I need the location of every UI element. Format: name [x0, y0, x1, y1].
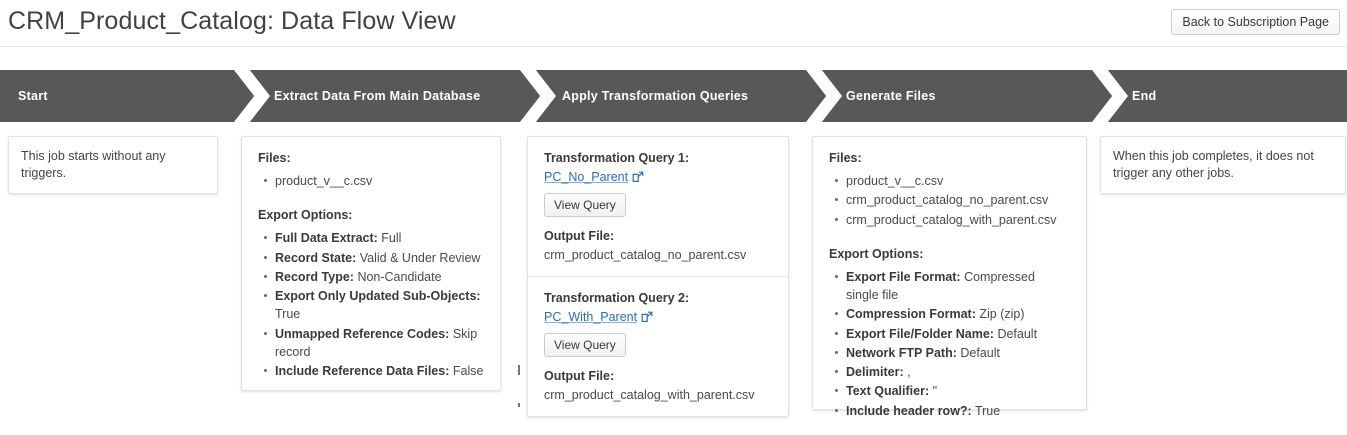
output-file-heading: Output File: [544, 229, 615, 243]
list-item: product_v__c.csv [264, 172, 484, 190]
output-file-name: crm_product_catalog_with_parent.csv [544, 388, 755, 402]
generate-export-options-list: Export File Format: Compressed single fi… [829, 268, 1070, 420]
step-start[interactable]: Start [0, 70, 258, 122]
query-title: Transformation Query 2: [544, 291, 690, 305]
list-item: Text Qualifier: " [835, 382, 1070, 400]
step-label: Generate Files [846, 89, 936, 103]
list-item: Compression Format: Zip (zip) [835, 305, 1070, 323]
step-label: End [1132, 89, 1157, 103]
option-value: Zip (zip) [979, 307, 1025, 322]
option-key: Export File Format: [846, 269, 961, 284]
option-key: Network FTP Path: [846, 345, 957, 360]
view-query-button[interactable]: View Query [544, 193, 626, 217]
list-item: Export Only Updated Sub-Objects: True [264, 287, 484, 324]
step-label: Extract Data From Main Database [274, 89, 481, 103]
option-key: Unmapped Reference Codes: [275, 326, 450, 341]
list-item: Network FTP Path: Default [835, 344, 1070, 362]
list-item: Unmapped Reference Codes: Skip record [264, 325, 484, 362]
top-bar: CRM_Product_Catalog: Data Flow View Back… [0, 0, 1347, 47]
option-key: Delimiter: [846, 365, 904, 379]
list-item: Export File Format: Compressed single fi… [835, 268, 1070, 305]
list-item: Record State: Valid & Under Review [264, 249, 484, 267]
start-panel: This job starts without any triggers. [8, 136, 218, 194]
list-item: Full Data Extract: Full [264, 229, 484, 247]
query-link-pc-no-parent[interactable]: PC_No_Parent [544, 170, 644, 184]
export-options-heading: Export Options: [829, 246, 924, 261]
option-value: Non-Candidate [357, 269, 442, 284]
output-file-name: crm_product_catalog_no_parent.csv [544, 248, 747, 262]
query-title: Transformation Query 1: [544, 151, 690, 165]
list-item: Record Type: Non-Candidate [264, 268, 484, 286]
step-generate-files[interactable]: Generate Files [816, 70, 1116, 122]
files-heading: Files: [829, 151, 862, 165]
option-value: Default [960, 345, 1000, 360]
option-value: False [452, 364, 484, 378]
end-panel-text: When this job completes, it does not tri… [1113, 149, 1314, 180]
option-key: Record Type: [275, 269, 354, 284]
list-item: product_v__c.csv [835, 172, 1070, 190]
option-key: Compression Format: [846, 307, 976, 322]
option-value: Skip record [275, 326, 478, 359]
external-link-icon [641, 311, 653, 323]
step-label: Apply Transformation Queries [562, 89, 749, 103]
step-detail-panels: This job starts without any triggers. Fi… [0, 122, 1347, 418]
connector-tick-lower [518, 403, 520, 407]
transformation-query-1-panel: Transformation Query 1: PC_No_Parent Vie… [527, 136, 789, 277]
step-end[interactable]: End [1102, 70, 1347, 122]
data-flow-step-bar: Start Extract Data From Main Database Ap… [0, 70, 1347, 122]
view-query-button[interactable]: View Query [544, 333, 626, 357]
start-panel-text: This job starts without any triggers. [21, 149, 166, 180]
list-item: Export File/Folder Name: Default [835, 325, 1070, 343]
option-key: Export Only Updated Sub-Objects: [275, 289, 481, 303]
query-link-label: PC_No_Parent [544, 170, 629, 184]
export-options-heading: Export Options: [258, 208, 353, 223]
generate-files-panel: Files: product_v__c.csv crm_product_cata… [812, 136, 1087, 418]
page-title: CRM_Product_Catalog: Data Flow View [8, 7, 456, 35]
back-to-subscription-page-button[interactable]: Back to Subscription Page [1171, 9, 1340, 35]
list-item: crm_product_catalog_with_parent.csv [835, 211, 1070, 229]
option-value: , [907, 365, 911, 379]
connector-tick-upper [518, 365, 520, 375]
option-value: True [275, 307, 301, 322]
query-link-pc-with-parent[interactable]: PC_With_Parent [544, 310, 653, 324]
end-panel: When this job completes, it does not tri… [1100, 136, 1346, 194]
step-label: Start [18, 89, 48, 103]
option-value: " [932, 384, 938, 399]
option-value: Default [997, 326, 1038, 341]
option-key: Include Reference Data Files: [275, 364, 450, 378]
output-file-heading: Output File: [544, 369, 615, 383]
extract-data-panel: Files: product_v__c.csv Export Options: … [241, 136, 501, 391]
external-link-icon [632, 171, 644, 183]
option-value: Valid & Under Review [359, 250, 481, 265]
generate-files-list: product_v__c.csv crm_product_catalog_no_… [829, 172, 1070, 229]
option-key: Export File/Folder Name: [846, 326, 994, 341]
option-key: Full Data Extract: [275, 231, 378, 246]
option-key: Text Qualifier: [846, 384, 930, 399]
extract-files-list: product_v__c.csv [258, 172, 484, 190]
transformation-query-2-panel: Transformation Query 2: PC_With_Parent V… [527, 276, 789, 417]
option-value: Full [381, 231, 402, 246]
files-heading: Files: [258, 151, 291, 165]
step-extract-data[interactable]: Extract Data From Main Database [244, 70, 544, 122]
extract-export-options-list: Full Data Extract: Full Record State: Va… [258, 229, 484, 380]
list-item: Delimiter: , [835, 363, 1070, 381]
option-key: Record State: [275, 250, 357, 265]
query-link-label: PC_With_Parent [544, 310, 638, 324]
list-item: Include Reference Data Files: False [264, 362, 484, 380]
option-value: Compressed single file [846, 269, 1035, 302]
step-apply-transformation[interactable]: Apply Transformation Queries [530, 70, 830, 122]
list-item: crm_product_catalog_no_parent.csv [835, 191, 1070, 209]
